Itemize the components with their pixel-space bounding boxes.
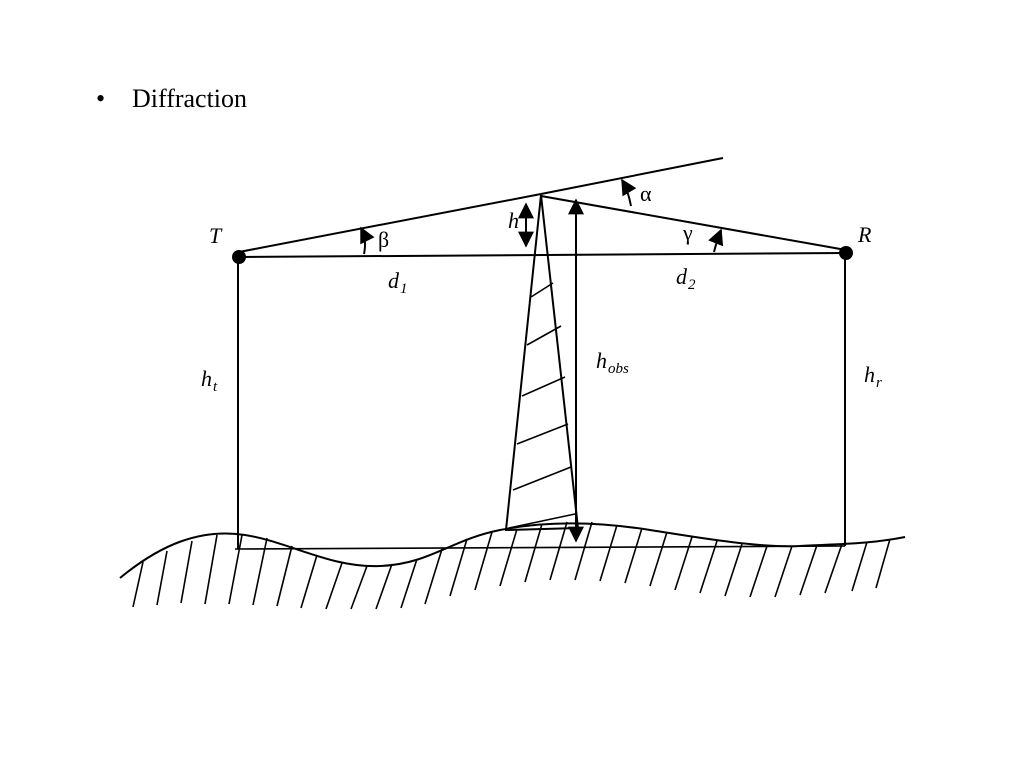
ground-baseline [234, 545, 846, 550]
receiver-label: R [857, 222, 872, 247]
bullet-symbol: • [96, 84, 106, 113]
hr-label: hr [864, 362, 882, 391]
d1-label: d1 [388, 268, 408, 297]
transmitter-label: T [209, 223, 223, 248]
obstacle-hatching [508, 282, 576, 529]
bullet-item: • Diffraction [96, 84, 247, 114]
alpha-label: α [640, 181, 652, 206]
diffracted-path-right [540, 195, 847, 251]
beta-arc [360, 226, 375, 255]
hobs-label: hobs [596, 348, 629, 377]
beta-label: β [378, 227, 389, 252]
diffracted-path-left [238, 193, 542, 253]
diffracted-path-extension [540, 157, 724, 195]
gamma-label: γ [682, 220, 693, 245]
ht-label: ht [201, 366, 218, 395]
bullet-text: Diffraction [132, 84, 248, 113]
h-label: h [508, 208, 519, 233]
d2-label: d2 [676, 264, 696, 293]
alpha-arc [621, 178, 637, 207]
gamma-arc [708, 228, 724, 253]
obstacle [504, 194, 580, 532]
direct-path-line [238, 252, 847, 258]
